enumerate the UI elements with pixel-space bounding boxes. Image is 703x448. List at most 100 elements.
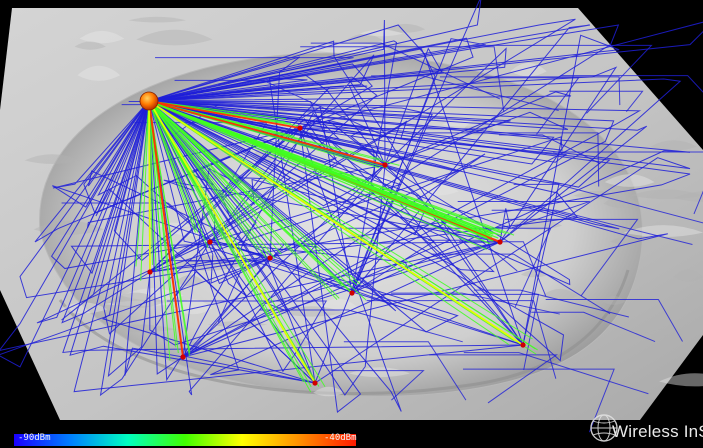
receiver-point[interactable] xyxy=(207,239,213,245)
ray-path xyxy=(148,24,591,294)
ray-path xyxy=(148,47,507,358)
ray-segment xyxy=(148,100,326,387)
ray-segment xyxy=(148,100,171,361)
ray-path xyxy=(148,38,486,384)
receiver-points xyxy=(147,125,526,386)
ray-path xyxy=(148,77,316,384)
ray-path xyxy=(103,100,211,335)
ray-path xyxy=(148,100,486,358)
ray-path xyxy=(148,24,524,346)
receiver-point[interactable] xyxy=(497,239,503,245)
ray-path xyxy=(148,100,611,188)
terrain-facet xyxy=(24,154,80,164)
ray-path xyxy=(549,90,644,113)
ray-path xyxy=(124,100,184,376)
ray-path xyxy=(50,100,211,270)
ray-segment xyxy=(148,100,222,249)
ray-path xyxy=(148,100,386,396)
receiver-point[interactable] xyxy=(520,342,526,348)
terrain-facet xyxy=(280,338,312,348)
ray-path xyxy=(148,100,501,376)
ray-path xyxy=(457,200,590,229)
receiver-point[interactable] xyxy=(180,354,186,360)
ray-segment xyxy=(148,100,199,233)
receiver-point[interactable] xyxy=(147,269,153,275)
ray-path xyxy=(148,24,620,259)
ray-path xyxy=(148,54,375,243)
ray-path xyxy=(545,298,683,342)
ray-path xyxy=(148,21,703,129)
ray-path xyxy=(148,100,386,396)
ray-segment xyxy=(148,100,276,259)
ray-path xyxy=(148,37,474,129)
terrain-facet xyxy=(175,275,205,287)
terrain-facet xyxy=(659,373,703,387)
ray-path xyxy=(155,57,354,85)
ray-segment xyxy=(148,100,267,259)
ray-path xyxy=(148,100,435,294)
ray-path xyxy=(148,100,565,362)
ray-path xyxy=(342,227,552,308)
terrain-facet xyxy=(346,33,383,45)
ray-segment xyxy=(148,100,268,255)
ray-path xyxy=(491,209,693,246)
ray-path xyxy=(148,63,373,129)
ray-segment xyxy=(148,100,287,120)
ray-segment xyxy=(148,100,209,248)
propagation-rays xyxy=(0,0,703,433)
receiver-point[interactable] xyxy=(382,162,388,168)
terrain-facet xyxy=(349,367,410,378)
ray-path xyxy=(148,100,620,230)
ray-path xyxy=(158,260,246,323)
ray-segment xyxy=(148,100,510,346)
ray-path xyxy=(504,218,639,296)
terrain-facet xyxy=(136,29,213,46)
ray-path xyxy=(430,253,611,315)
terrain-facet xyxy=(74,41,106,50)
ray-path xyxy=(498,134,601,165)
ray-path xyxy=(148,100,433,294)
ray-segment xyxy=(148,100,316,384)
ray-segment xyxy=(148,100,190,356)
ray-path xyxy=(148,40,524,346)
ray-path xyxy=(148,100,569,166)
ray-segment xyxy=(148,100,502,234)
ray-path xyxy=(148,0,482,294)
ray-path xyxy=(148,78,682,243)
ray-path xyxy=(148,100,691,384)
receiver-point[interactable] xyxy=(297,125,303,131)
receiver-point[interactable] xyxy=(312,380,318,386)
receiver-point[interactable] xyxy=(349,290,355,296)
terrain-facet xyxy=(313,386,345,397)
ray-path xyxy=(148,100,560,346)
ray-path xyxy=(513,183,703,224)
terrain-facet xyxy=(623,225,703,237)
terrain-facet xyxy=(102,324,177,333)
ray-segment xyxy=(148,100,157,271)
wireless-insite-logo xyxy=(590,414,618,442)
ray-segment xyxy=(135,100,150,267)
ray-path xyxy=(531,311,656,343)
ray-path xyxy=(473,289,629,318)
signal-strength-colorbar xyxy=(14,434,356,446)
ray-path xyxy=(148,56,301,259)
ray-segment xyxy=(148,100,533,340)
receiver-point[interactable] xyxy=(267,255,273,261)
terrain-facet xyxy=(278,306,346,317)
ray-path xyxy=(553,151,703,215)
colorbar-min-label: -90dBm xyxy=(18,433,51,443)
ray-path xyxy=(332,370,425,401)
ray-path xyxy=(61,100,301,321)
ray-path xyxy=(69,100,316,384)
ray-path xyxy=(148,100,563,273)
ray-path xyxy=(391,292,560,315)
ray-path xyxy=(148,100,292,273)
transmitter-icon[interactable] xyxy=(139,91,159,111)
terrain-facet xyxy=(673,191,703,203)
terrain-facet xyxy=(441,120,484,127)
terrain-facet xyxy=(103,300,176,307)
ray-path xyxy=(429,354,559,404)
ray-segment xyxy=(148,100,301,129)
